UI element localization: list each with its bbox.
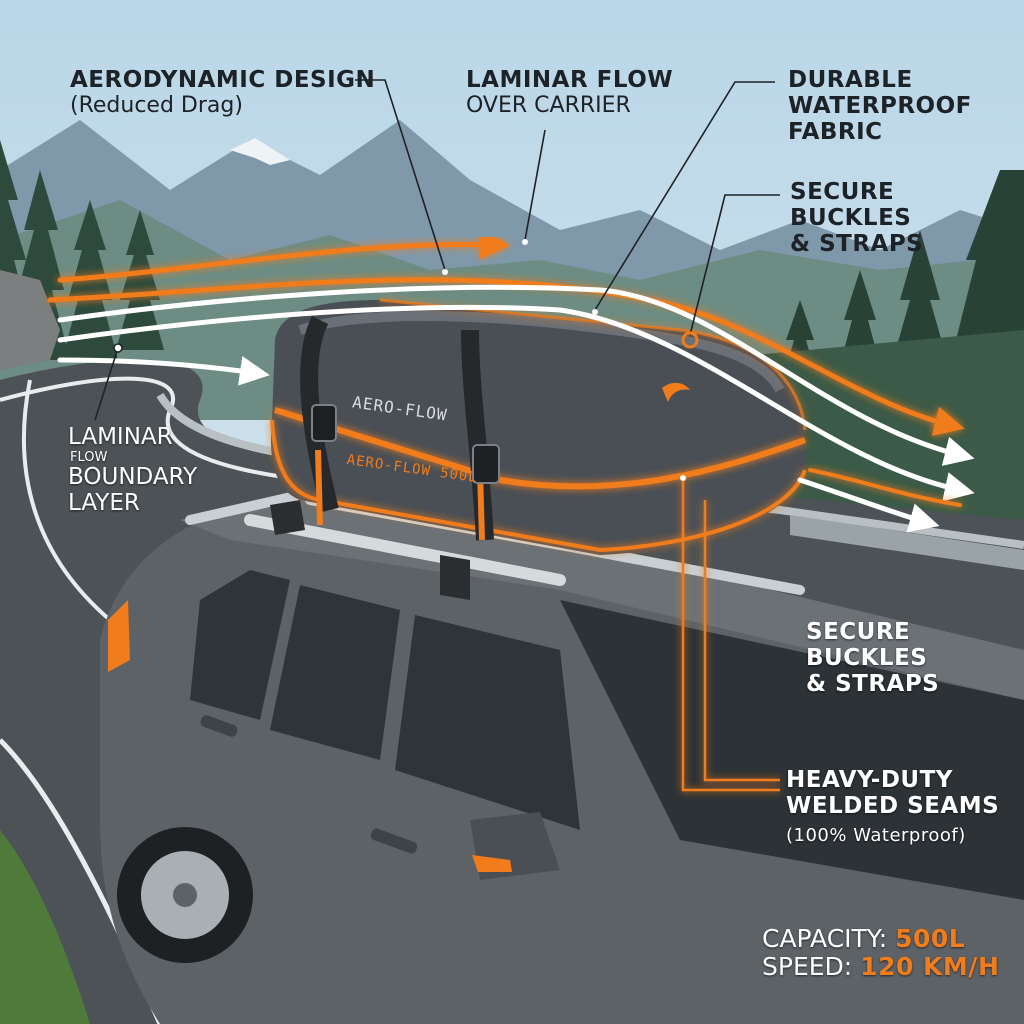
carrier-body xyxy=(270,300,805,555)
secure-mid-line1: SECURE xyxy=(806,619,911,645)
callout-laminar-flow: LAMINAR FLOW OVER CARRIER xyxy=(466,67,674,118)
leader-dot-laminar xyxy=(522,239,528,245)
strap-rear-accent xyxy=(315,449,323,526)
callout-welded-seams: HEAVY-DUTY WELDED SEAMS (100% Waterproof… xyxy=(786,767,1000,846)
leader-seams xyxy=(681,478,780,792)
durable-line1: DURABLE xyxy=(788,67,913,93)
leader-aero xyxy=(355,79,446,271)
leader-dot-aero xyxy=(442,269,448,275)
seams-subtitle: (100% Waterproof) xyxy=(786,824,966,846)
car-windshield xyxy=(560,600,1024,900)
strap-rear xyxy=(300,315,339,513)
capacity-row: CAPACITY: 500L xyxy=(762,925,999,953)
rock-left xyxy=(0,270,60,370)
boundary-line4: LAYER xyxy=(68,490,140,517)
airflow-stream-1 xyxy=(57,284,975,466)
aero-title: AERODYNAMIC DESIGN xyxy=(70,67,376,93)
rack-foot-rear xyxy=(440,555,470,600)
speed-value: 120 KM/H xyxy=(860,952,1000,981)
callout-secure-buckles-mid: SECURE BUCKLES & STRAPS xyxy=(806,619,940,697)
grass-left xyxy=(0,830,90,1024)
leader-boundary xyxy=(94,347,119,421)
secure-top-line1: SECURE xyxy=(790,179,895,205)
leader-dot-seams xyxy=(680,475,686,481)
boundary-line3: BOUNDARY xyxy=(68,464,198,491)
leader-laminar xyxy=(524,129,546,241)
callout-durable-fabric: DURABLE WATERPROOF FABRIC xyxy=(788,67,972,145)
secure-mid-line2: BUCKLES xyxy=(806,644,928,671)
door-handle-front xyxy=(370,828,418,854)
durable-line3: FABRIC xyxy=(788,118,883,145)
stats-panel: CAPACITY: 500L SPEED: 120 KM/H xyxy=(762,925,999,981)
laminar-line2: OVER CARRIER xyxy=(466,92,631,118)
airflow xyxy=(47,229,975,533)
leader-dot-durable xyxy=(592,309,598,315)
callout-boundary-layer: LAMINAR FLOW BOUNDARY LAYER xyxy=(68,424,198,517)
road-left-curve xyxy=(22,379,112,622)
rack-foot-left xyxy=(270,500,305,535)
callout-secure-buckles-top: SECURE BUCKLES & STRAPS xyxy=(790,179,924,257)
laminar-line1: LAMINAR FLOW xyxy=(466,67,674,93)
secure-mid-line3: & STRAPS xyxy=(806,670,940,697)
car-window-front xyxy=(395,615,580,830)
car-window-mid xyxy=(270,585,400,760)
speed-row: SPEED: 120 KM/H xyxy=(762,953,999,981)
car xyxy=(100,489,1024,1024)
airflow-stream-orange-low xyxy=(808,468,962,507)
secure-top-line3: & STRAPS xyxy=(790,230,924,257)
secure-top-line2: BUCKLES xyxy=(790,204,912,231)
car-taillight xyxy=(108,600,130,672)
aero-subtitle: (Reduced Drag) xyxy=(70,92,243,118)
snow-peak xyxy=(230,138,290,165)
airflow-stream-4 xyxy=(797,477,940,533)
capacity-value: 500L xyxy=(895,924,966,953)
seams-line2: WELDED SEAMS xyxy=(786,792,1000,819)
leader-secure-top xyxy=(689,194,780,336)
carrier-top-highlight xyxy=(298,311,785,393)
carrier-seam xyxy=(274,407,806,490)
leader-durable xyxy=(594,81,775,311)
buckle-front xyxy=(472,444,500,484)
leader-lines xyxy=(94,79,780,421)
boundary-line1: LAMINAR xyxy=(68,424,173,450)
seams-line1: HEAVY-DUTY xyxy=(786,767,953,793)
carrier-logo-mark xyxy=(662,382,690,402)
leader-dot-secure xyxy=(681,331,699,349)
speed-label: SPEED: xyxy=(762,952,853,981)
carrier-seam-outline xyxy=(270,419,807,553)
capacity-label: CAPACITY: xyxy=(762,924,888,953)
car-window-rear xyxy=(190,570,290,720)
callout-aerodynamic: AERODYNAMIC DESIGN (Reduced Drag) xyxy=(70,67,376,118)
airflow-stream-orange-top xyxy=(57,229,510,283)
mirror-indicator xyxy=(472,855,512,872)
buckle-rear xyxy=(311,404,337,442)
airflow-stream-2 xyxy=(57,304,975,502)
boundary-line2: FLOW xyxy=(70,449,108,465)
airflow-stream-3 xyxy=(57,355,270,386)
door-handle-rear xyxy=(200,715,238,737)
leader-dot-boundary xyxy=(113,343,123,353)
guardrail-right xyxy=(790,515,1024,570)
durable-line2: WATERPROOF xyxy=(788,92,972,119)
